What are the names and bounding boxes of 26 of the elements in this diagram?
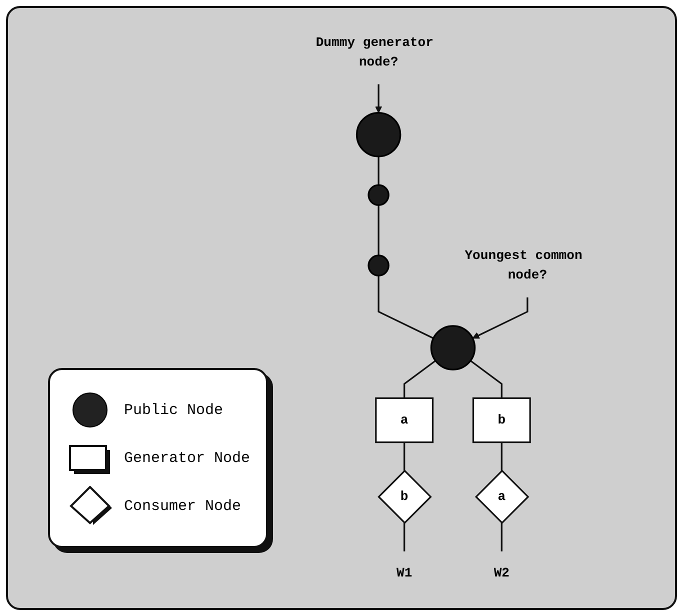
connector [404, 442, 406, 471]
node-circle [368, 184, 390, 206]
connector [500, 442, 502, 471]
connector [378, 205, 380, 256]
arrow [374, 84, 382, 114]
node-text: Dummy generator node? [316, 35, 434, 70]
connector [378, 156, 380, 185]
node-box: a [375, 397, 434, 444]
connector [404, 522, 406, 552]
node-circle [356, 112, 402, 158]
legend-text: Consumer Node [124, 498, 242, 514]
node-circle [368, 254, 390, 276]
node-diamond: b [378, 470, 432, 524]
node-text: Youngest common node? [464, 248, 582, 283]
node-text: W2 [494, 566, 510, 581]
node-text: W1 [396, 566, 412, 581]
connector [500, 522, 502, 552]
connector [404, 360, 436, 398]
arrow [472, 297, 528, 339]
connector [470, 360, 502, 398]
connector [378, 276, 434, 339]
legend-text: Public Node [124, 402, 224, 418]
node-circle [430, 325, 476, 370]
legend-text: Generator Node [124, 450, 250, 466]
node-box: b [472, 397, 531, 444]
node-diamond: a [474, 470, 530, 524]
